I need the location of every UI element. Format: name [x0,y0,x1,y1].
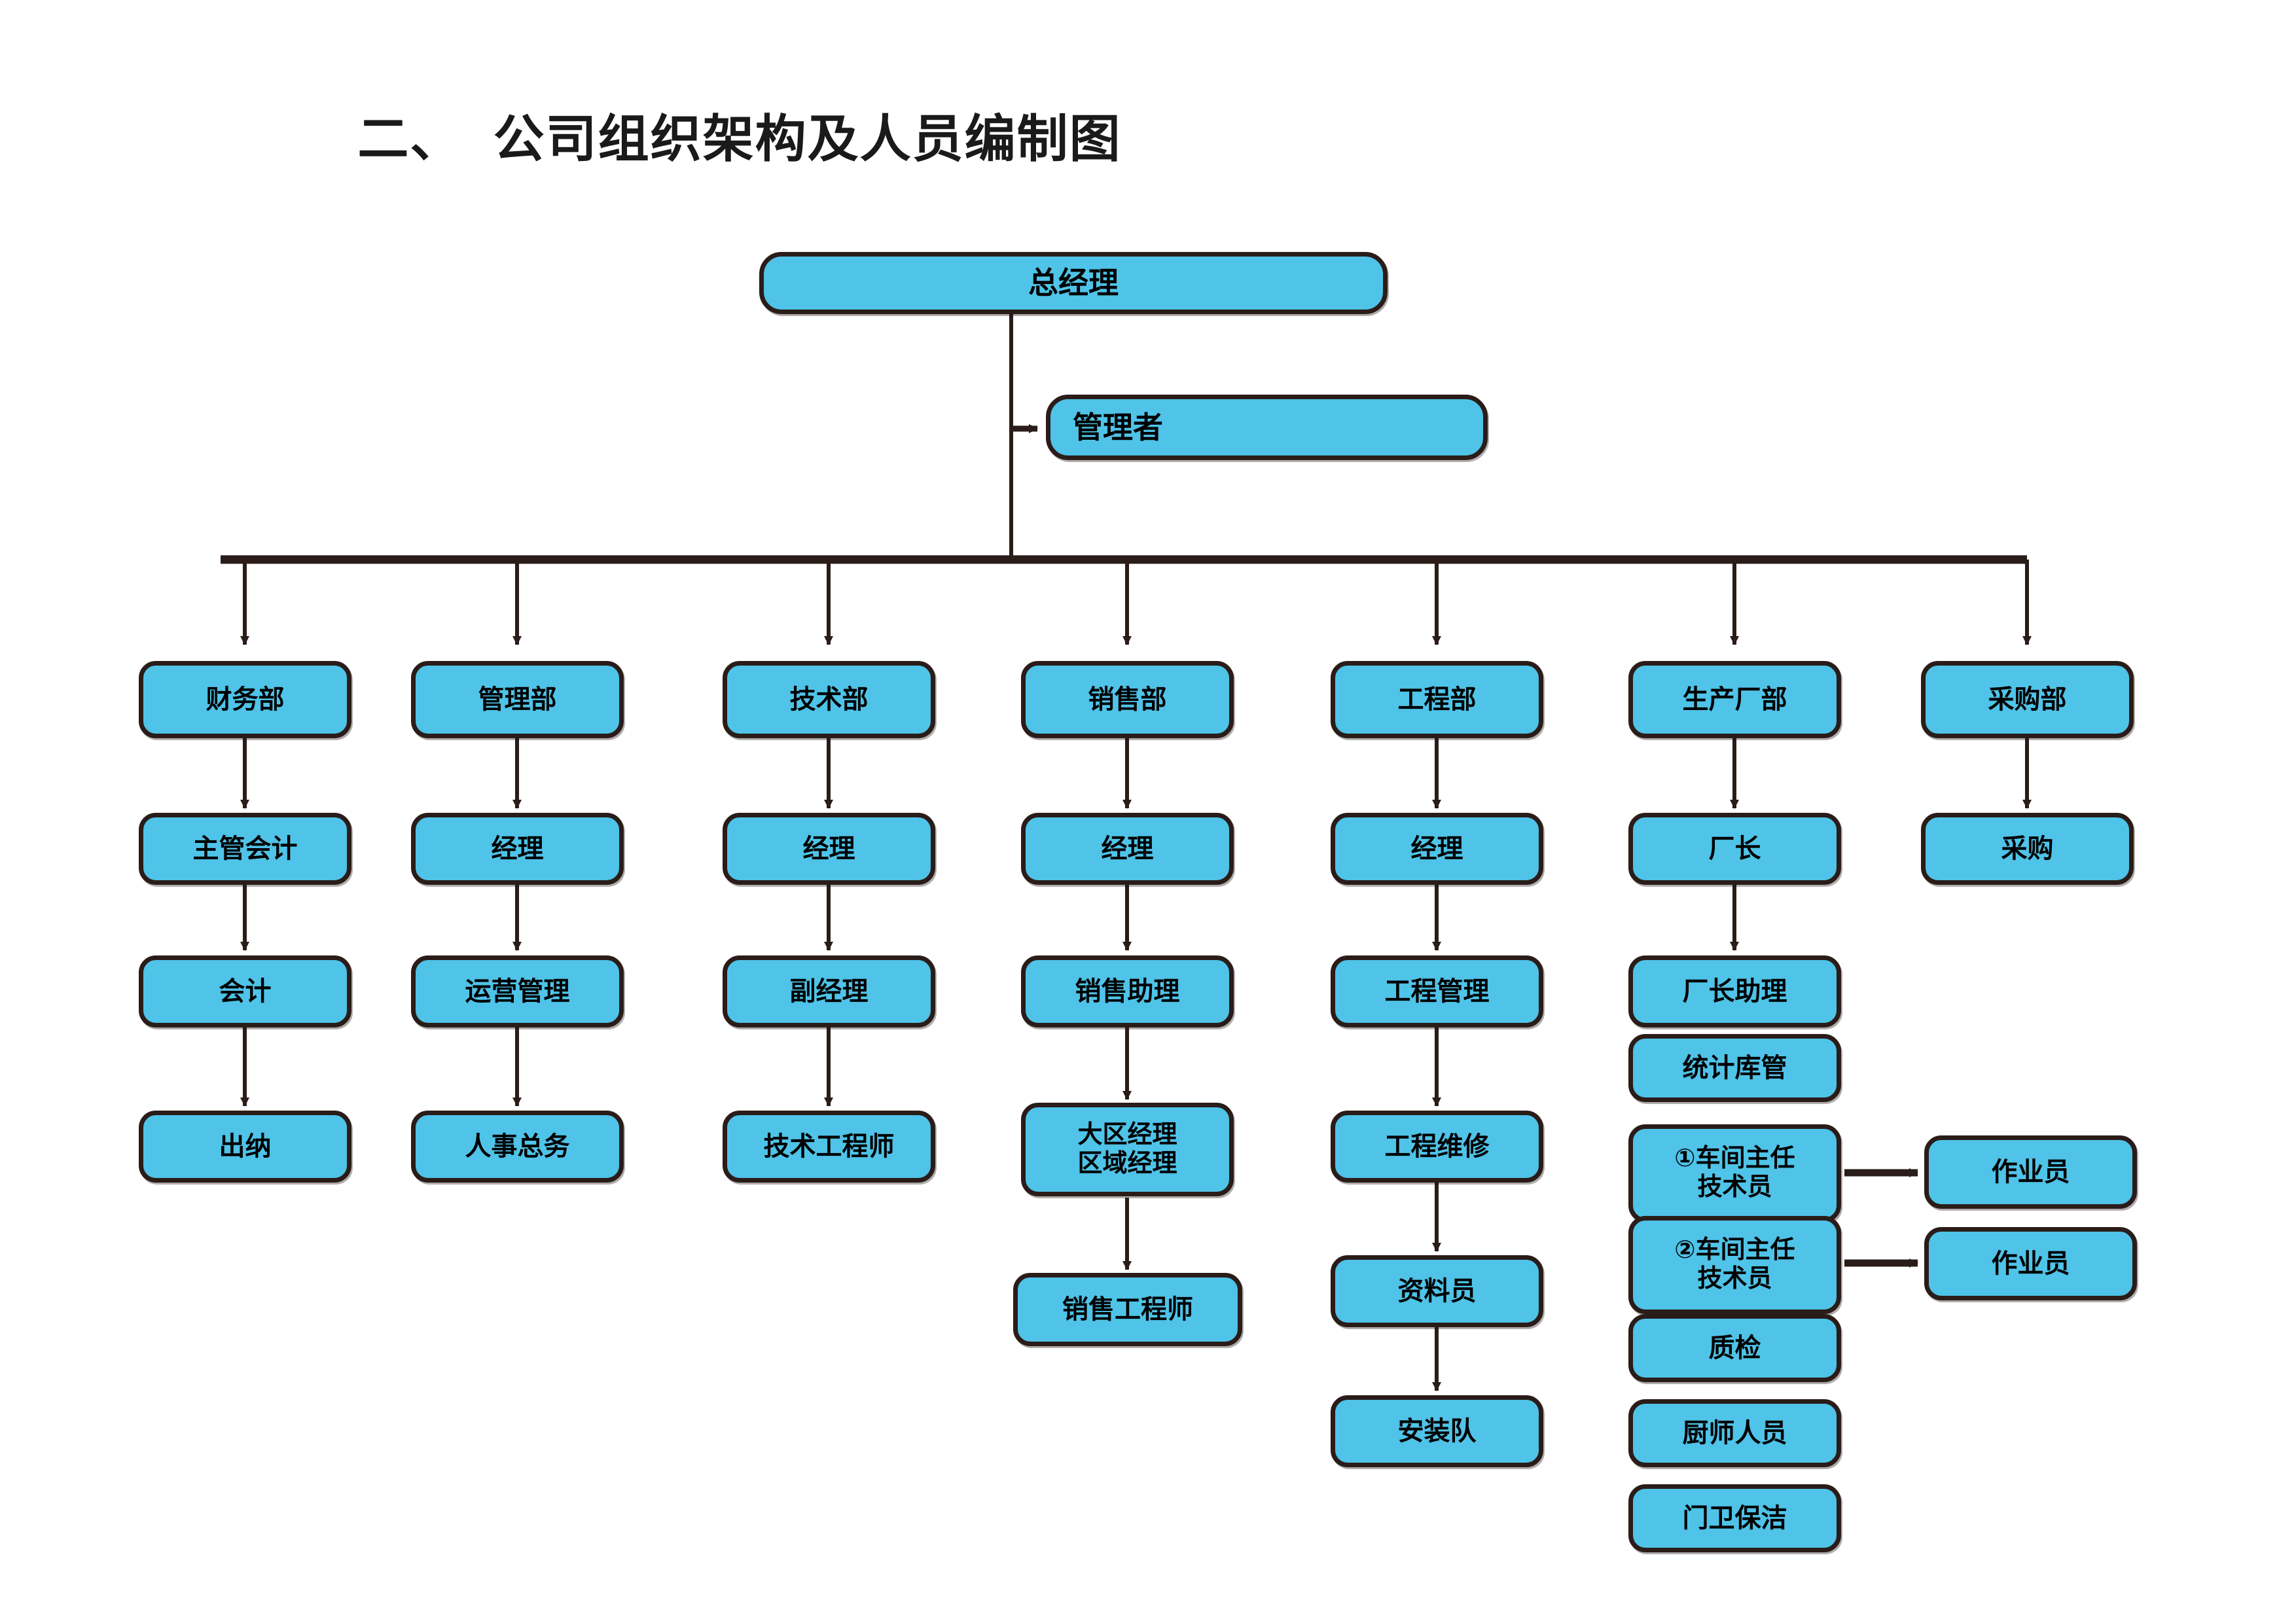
node-label: 经理 [1410,834,1463,863]
node-workshop-1-director[interactable]: ①车间主任 技术员 [1628,1124,1841,1222]
node-finance-cashier[interactable]: 出纳 [139,1111,351,1183]
node-sales-head[interactable]: 经理 [1021,813,1234,885]
node-label-line1: ①车间主任 [1674,1145,1795,1173]
node-department-admin[interactable]: 管理部 [411,661,624,738]
node-label: 厂长 [1708,834,1761,863]
node-label: 作业员 [1991,1158,2070,1186]
node-label-line2: 技术员 [1697,1265,1772,1293]
node-label: 经理 [1101,834,1154,863]
node-label: 销售工程师 [1062,1295,1193,1324]
node-label: 采购 [2001,834,2054,863]
node-label: 门卫保洁 [1682,1504,1787,1533]
node-label-line2: 区域经理 [1077,1149,1177,1177]
node-sales-assistant[interactable]: 销售助理 [1021,955,1234,1027]
node-label: 技术工程师 [763,1132,895,1161]
node-technical-head[interactable]: 经理 [723,813,935,885]
node-label: 经理 [491,834,544,863]
node-department-finance[interactable]: 财务部 [139,661,351,738]
node-production-quality-control[interactable]: 质检 [1628,1314,1841,1382]
node-label: 总经理 [1028,266,1119,300]
node-label-line2: 技术员 [1697,1173,1772,1201]
node-department-purchasing[interactable]: 采购部 [1921,661,2134,738]
node-purchasing-head[interactable]: 采购 [1921,813,2134,885]
node-workshop-1-operator[interactable]: 作业员 [1924,1135,2137,1209]
node-workshop-2-operator[interactable]: 作业员 [1924,1227,2137,1300]
node-label: 销售部 [1088,685,1167,714]
node-admin-head[interactable]: 经理 [411,813,624,885]
node-sales-regional-manager[interactable]: 大区经理 区域经理 [1021,1103,1234,1196]
node-label-line1: 大区经理 [1077,1120,1177,1149]
node-label: 财务部 [206,685,285,714]
page-title: 二、 公司组织架构及人员编制图 [357,110,1122,168]
node-production-head[interactable]: 厂长 [1628,813,1841,885]
node-label: 管理者 [1073,410,1163,444]
node-department-sales[interactable]: 销售部 [1021,661,1234,738]
node-general-manager[interactable]: 总经理 [759,252,1388,314]
node-finance-accountant[interactable]: 会计 [139,955,351,1027]
node-engineering-maintenance[interactable]: 工程维修 [1331,1111,1543,1183]
node-label: 销售助理 [1075,977,1180,1006]
node-label: 出纳 [219,1132,272,1161]
node-sales-engineer[interactable]: 销售工程师 [1013,1273,1242,1346]
node-technical-engineer[interactable]: 技术工程师 [723,1111,935,1183]
node-workshop-2-director[interactable]: ②车间主任 技术员 [1628,1216,1841,1314]
node-engineering-management[interactable]: 工程管理 [1331,955,1543,1027]
node-department-production[interactable]: 生产厂部 [1628,661,1841,738]
node-label: 会计 [219,977,272,1006]
node-finance-head[interactable]: 主管会计 [139,813,351,885]
node-engineering-documentation[interactable]: 资料员 [1331,1255,1543,1327]
node-production-security-cleaning[interactable]: 门卫保洁 [1628,1484,1841,1552]
node-production-kitchen-staff[interactable]: 厨师人员 [1628,1399,1841,1467]
node-engineering-head[interactable]: 经理 [1331,813,1543,885]
node-manager[interactable]: 管理者 [1046,395,1488,460]
node-label: 作业员 [1991,1249,2070,1278]
node-production-assistant[interactable]: 厂长助理 [1628,955,1841,1027]
node-label: 工程管理 [1384,977,1490,1006]
node-admin-operations[interactable]: 运营管理 [411,955,624,1027]
node-engineering-installation-team[interactable]: 安装队 [1331,1395,1543,1467]
node-label: 主管会计 [192,834,298,863]
node-label: 生产厂部 [1682,685,1787,714]
node-label: 厂长助理 [1682,977,1787,1006]
node-label: 运营管理 [465,977,570,1006]
node-label: 资料员 [1397,1277,1477,1306]
node-label: 工程部 [1397,685,1477,714]
node-label: 采购部 [1988,685,2067,714]
node-production-statistics-warehouse[interactable]: 统计库管 [1628,1034,1841,1102]
node-label: 人事总务 [465,1132,570,1161]
node-label: 经理 [802,834,855,863]
node-label: 副经理 [789,977,869,1006]
node-department-engineering[interactable]: 工程部 [1331,661,1543,738]
node-label: 管理部 [478,685,557,714]
node-label: 技术部 [789,685,869,714]
node-label: 统计库管 [1682,1054,1787,1082]
node-label: 安装队 [1397,1417,1477,1446]
node-department-technical[interactable]: 技术部 [723,661,935,738]
node-label: 工程维修 [1384,1132,1490,1161]
node-technical-deputy-manager[interactable]: 副经理 [723,955,935,1027]
node-admin-hr[interactable]: 人事总务 [411,1111,624,1183]
node-label: 厨师人员 [1682,1419,1787,1448]
node-label-line1: ②车间主任 [1674,1236,1795,1264]
node-label: 质检 [1708,1334,1761,1363]
